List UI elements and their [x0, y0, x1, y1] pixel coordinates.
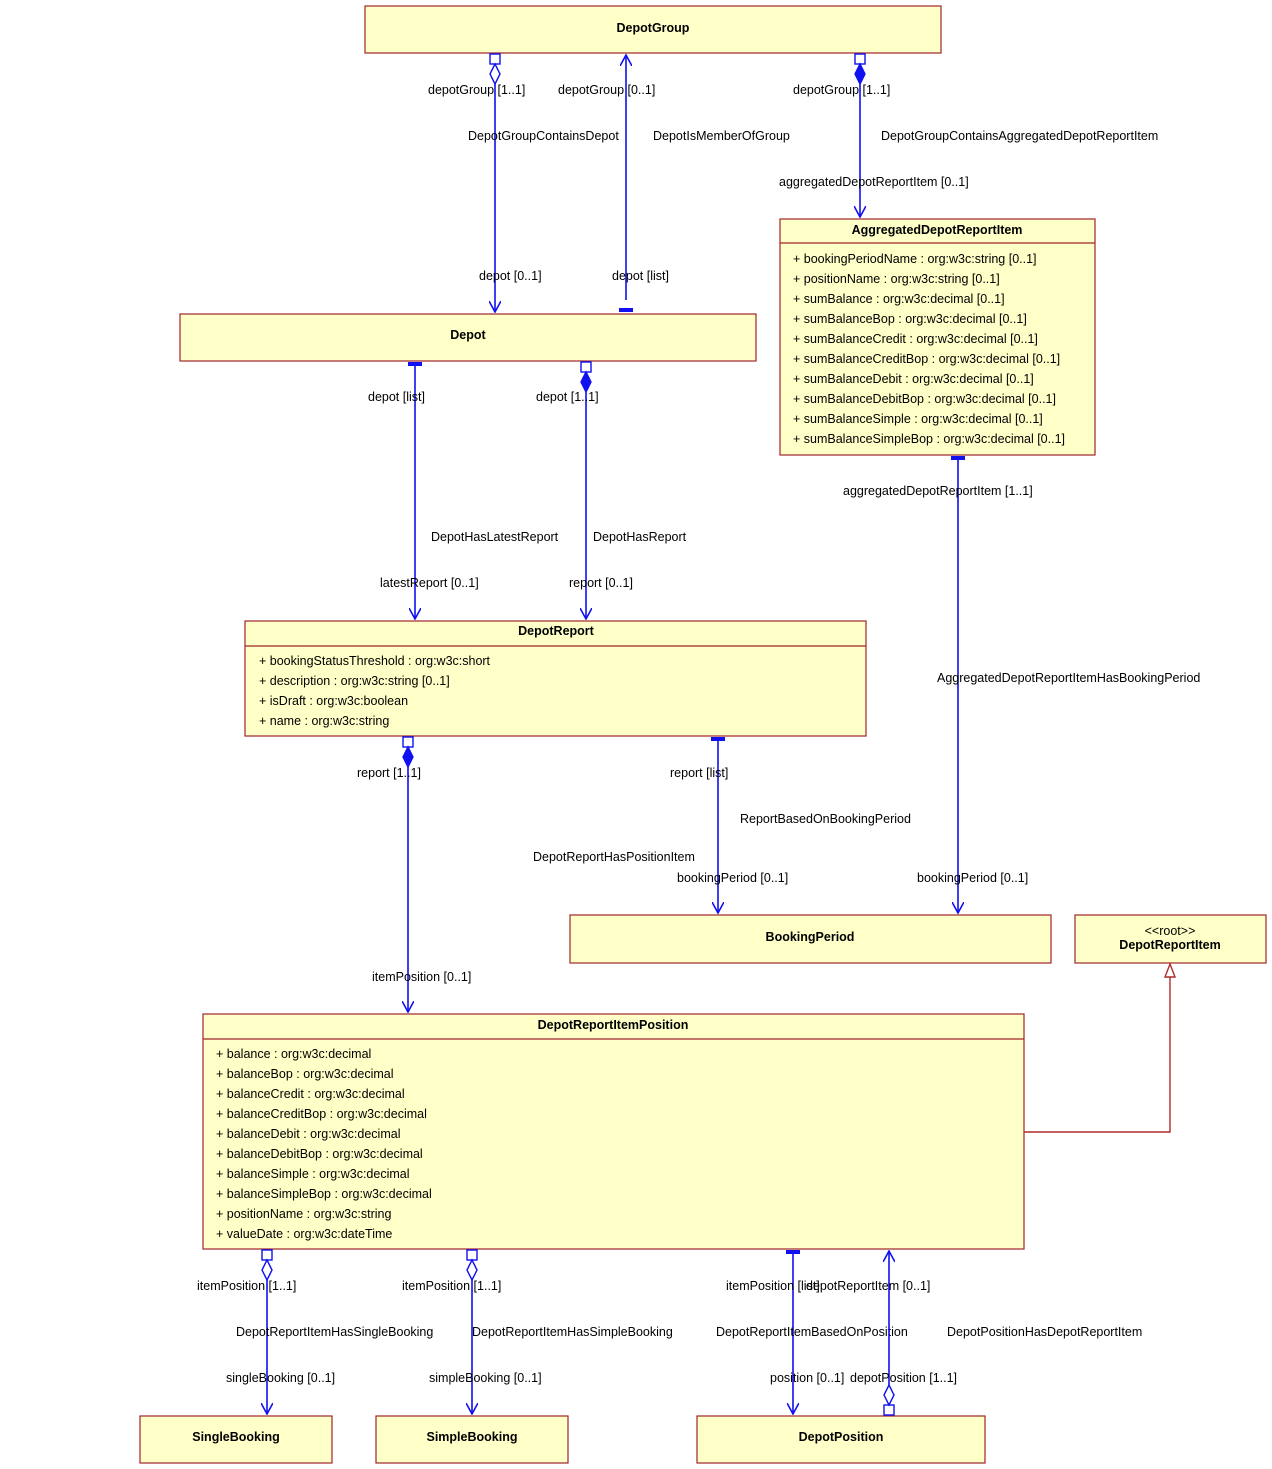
- attribute: + sumBalance : org:w3c:decimal [0..1]: [793, 292, 1005, 306]
- attribute: + sumBalanceSimpleBop : org:w3c:decimal …: [793, 432, 1065, 446]
- attribute: + sumBalanceDebit : org:w3c:decimal [0..…: [793, 372, 1034, 386]
- class-depot-report-item-stereotype: <<root>>: [1145, 924, 1196, 938]
- association-aggregated-item-has-booking-period[interactable]: aggregatedDepotReportItem [1..1] Aggrega…: [843, 456, 1200, 913]
- association-item-based-on-position[interactable]: itemPosition [list] DepotReportItemBased…: [716, 1250, 908, 1414]
- class-depot-report-name: DepotReport: [518, 624, 595, 638]
- attribute: + name : org:w3c:string: [259, 714, 389, 728]
- class-depot-report[interactable]: DepotReport + bookingStatusThreshold : o…: [244, 620, 867, 737]
- attribute: + balanceCreditBop : org:w3c:decimal: [216, 1107, 427, 1121]
- class-depot-position-name: DepotPosition: [799, 1430, 884, 1444]
- attribute: + bookingStatusThreshold : org:w3c:short: [259, 654, 491, 668]
- role-label: depotPosition [1..1]: [850, 1371, 957, 1385]
- attribute: + sumBalanceSimple : org:w3c:decimal [0.…: [793, 412, 1043, 426]
- role-label: depot [1..1]: [536, 390, 599, 404]
- attribute: + balanceBop : org:w3c:decimal: [216, 1067, 394, 1081]
- class-depot-position[interactable]: DepotPosition: [696, 1415, 986, 1464]
- association-name: DepotGroupContainsDepot: [468, 129, 619, 143]
- association-depot-has-latest-report[interactable]: depot [list] DepotHasLatestReport latest…: [368, 362, 559, 619]
- role-label: depotGroup [1..1]: [793, 83, 890, 97]
- class-depot-report-item-name: DepotReportItem: [1119, 938, 1220, 952]
- association-item-has-single-booking[interactable]: itemPosition [1..1] DepotReportItemHasSi…: [197, 1249, 433, 1414]
- association-name: DepotIsMemberOfGroup: [653, 129, 790, 143]
- association-position-has-depot-report-item[interactable]: depotReportItem [0..1] DepotPositionHasD…: [806, 1251, 1142, 1416]
- association-name: DepotHasLatestReport: [431, 530, 559, 544]
- attribute: + description : org:w3c:string [0..1]: [259, 674, 450, 688]
- role-label: depotReportItem [0..1]: [806, 1279, 930, 1293]
- class-depot[interactable]: Depot: [179, 313, 757, 362]
- role-label: itemPosition [list]: [726, 1279, 820, 1293]
- role-label: simpleBooking [0..1]: [429, 1371, 542, 1385]
- class-booking-period-name: BookingPeriod: [766, 930, 855, 944]
- class-booking-period[interactable]: BookingPeriod: [569, 914, 1052, 964]
- class-depot-report-item[interactable]: <<root>> DepotReportItem: [1074, 914, 1267, 964]
- class-depot-group[interactable]: DepotGroup: [364, 5, 942, 54]
- role-label: bookingPeriod [0..1]: [917, 871, 1028, 885]
- class-depot-name: Depot: [450, 328, 486, 342]
- class-aggregated-depot-report-item[interactable]: AggregatedDepotReportItem + bookingPerio…: [779, 218, 1096, 456]
- role-label: depot [list]: [612, 269, 669, 283]
- role-label: itemPosition [1..1]: [402, 1279, 501, 1293]
- attribute: + positionName : org:w3c:string: [216, 1207, 391, 1221]
- attribute: + sumBalanceCredit : org:w3c:decimal [0.…: [793, 332, 1038, 346]
- attribute: + valueDate : org:w3c:dateTime: [216, 1227, 392, 1241]
- class-aggregated-depot-report-item-name: AggregatedDepotReportItem: [852, 223, 1023, 237]
- association-name: ReportBasedOnBookingPeriod: [740, 812, 911, 826]
- role-label: depot [list]: [368, 390, 425, 404]
- role-label: bookingPeriod [0..1]: [677, 871, 788, 885]
- role-label: position [0..1]: [770, 1371, 844, 1385]
- attribute: + bookingPeriodName : org:w3c:string [0.…: [793, 252, 1037, 266]
- attribute: + balanceCredit : org:w3c:decimal: [216, 1087, 405, 1101]
- generalization-item-position-to-depot-report-item[interactable]: [1024, 962, 1177, 1133]
- class-depot-report-item-position-name: DepotReportItemPosition: [538, 1018, 689, 1032]
- attribute: + balanceSimpleBop : org:w3c:decimal: [216, 1187, 432, 1201]
- role-label: singleBooking [0..1]: [226, 1371, 335, 1385]
- association-name: DepotReportHasPositionItem: [533, 850, 695, 864]
- association-name: DepotGroupContainsAggregatedDepotReportI…: [881, 129, 1158, 143]
- class-single-booking-name: SingleBooking: [192, 1430, 280, 1444]
- attribute: + balance : org:w3c:decimal: [216, 1047, 371, 1061]
- role-label: latestReport [0..1]: [380, 576, 479, 590]
- attribute: + isDraft : org:w3c:boolean: [259, 694, 408, 708]
- class-simple-booking-name: SimpleBooking: [427, 1430, 518, 1444]
- role-label: aggregatedDepotReportItem [1..1]: [843, 484, 1033, 498]
- role-label: itemPosition [1..1]: [197, 1279, 296, 1293]
- association-report-based-on-booking-period[interactable]: report [list] ReportBasedOnBookingPeriod…: [670, 737, 911, 913]
- attribute: + positionName : org:w3c:string [0..1]: [793, 272, 1000, 286]
- role-label: itemPosition [0..1]: [372, 970, 471, 984]
- association-name: DepotReportItemBasedOnPosition: [716, 1325, 908, 1339]
- class-depot-report-item-position[interactable]: DepotReportItemPosition + balance : org:…: [202, 1013, 1025, 1250]
- association-name: DepotPositionHasDepotReportItem: [947, 1325, 1142, 1339]
- association-depot-group-contains-depot[interactable]: depotGroup [1..1] DepotGroupContainsDepo…: [428, 53, 619, 312]
- association-depot-has-report[interactable]: depot [1..1] DepotHasReport report [0..1…: [536, 361, 687, 619]
- association-name: AggregatedDepotReportItemHasBookingPerio…: [937, 671, 1200, 685]
- association-depot-group-contains-aggregated-item[interactable]: depotGroup [1..1] DepotGroupContainsAggr…: [779, 53, 1158, 217]
- association-depot-is-member-of-group[interactable]: depotGroup [0..1] DepotIsMemberOfGroup d…: [558, 55, 790, 312]
- association-name: DepotHasReport: [593, 530, 687, 544]
- association-item-has-simple-booking[interactable]: itemPosition [1..1] DepotReportItemHasSi…: [402, 1249, 673, 1414]
- class-depot-group-name: DepotGroup: [617, 21, 690, 35]
- association-depot-report-has-position-item[interactable]: report [1..1] DepotReportHasPositionItem…: [357, 736, 695, 1012]
- attribute: + balanceDebit : org:w3c:decimal: [216, 1127, 400, 1141]
- role-label: report [0..1]: [569, 576, 633, 590]
- attribute: + balanceDebitBop : org:w3c:decimal: [216, 1147, 423, 1161]
- association-name: DepotReportItemHasSimpleBooking: [472, 1325, 673, 1339]
- attribute: + balanceSimple : org:w3c:decimal: [216, 1167, 410, 1181]
- attribute: + sumBalanceBop : org:w3c:decimal [0..1]: [793, 312, 1027, 326]
- role-label: aggregatedDepotReportItem [0..1]: [779, 175, 969, 189]
- role-label: report [1..1]: [357, 766, 421, 780]
- attribute: + sumBalanceDebitBop : org:w3c:decimal […: [793, 392, 1056, 406]
- role-label: depot [0..1]: [479, 269, 542, 283]
- attribute: + sumBalanceCreditBop : org:w3c:decimal …: [793, 352, 1060, 366]
- role-label: report [list]: [670, 766, 728, 780]
- class-single-booking[interactable]: SingleBooking: [139, 1415, 333, 1464]
- role-label: depotGroup [0..1]: [558, 83, 655, 97]
- role-label: depotGroup [1..1]: [428, 83, 525, 97]
- class-simple-booking[interactable]: SimpleBooking: [375, 1415, 569, 1464]
- association-name: DepotReportItemHasSingleBooking: [236, 1325, 433, 1339]
